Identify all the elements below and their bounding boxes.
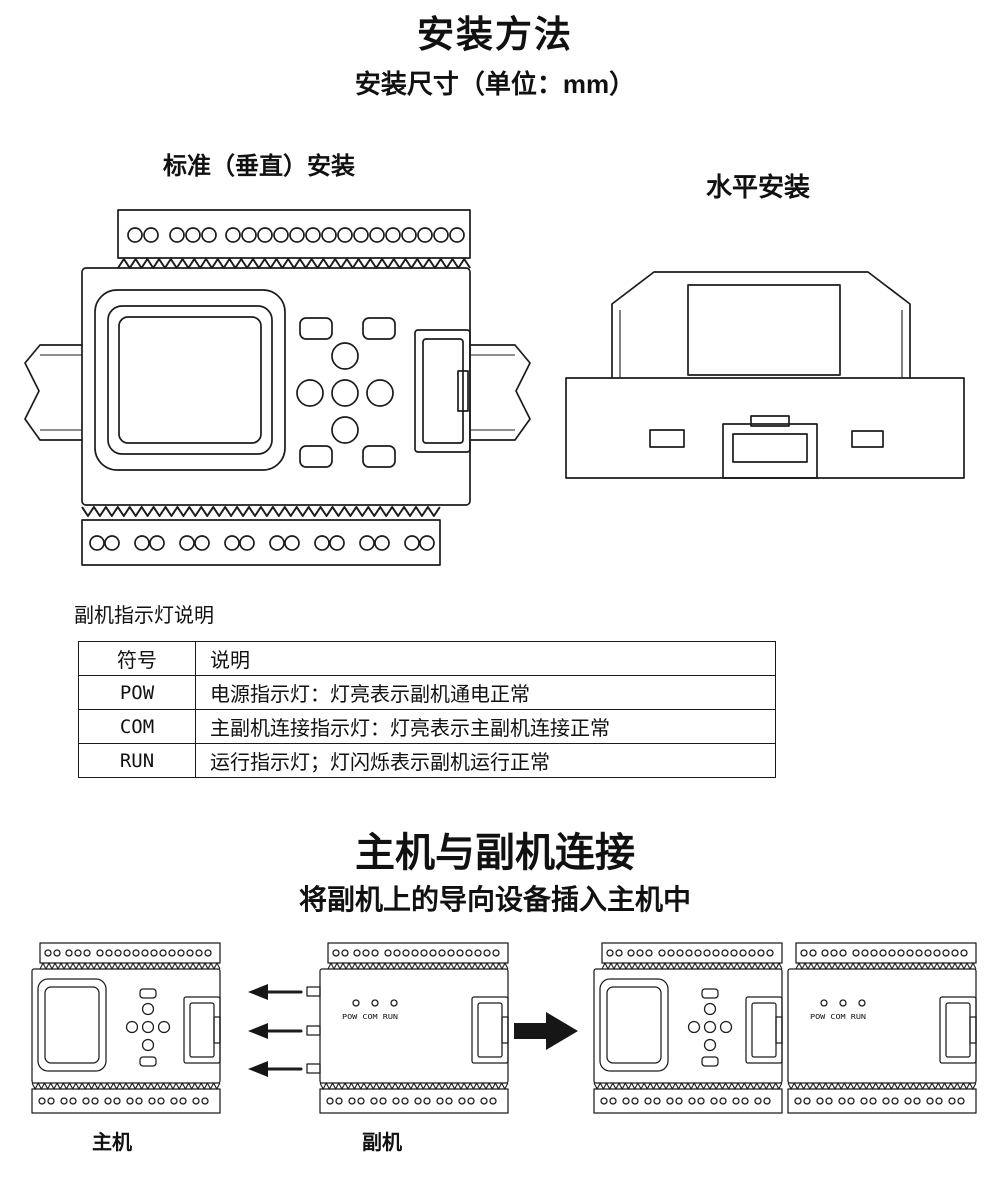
table-row: POW 电源指示灯：灯亮表示副机通电正常 — [78, 675, 776, 710]
horizontal-install-diagram — [565, 271, 965, 479]
master-device — [32, 943, 220, 1113]
symbol-cell: POW — [78, 675, 196, 710]
indicator-heading: 副机指示灯说明 — [74, 605, 214, 627]
connection-subtitle: 将副机上的导向设备插入主机中 — [298, 884, 691, 915]
combined-device-drawing — [594, 943, 976, 1113]
slave-label: 副机 — [362, 1132, 402, 1154]
result-arrow-icon — [514, 1012, 578, 1050]
table-row: COM 主副机连接指示灯：灯亮表示主副机连接正常 — [78, 709, 776, 744]
header-description: 说明 — [195, 641, 776, 676]
horizontal-install-label: 水平安装 — [706, 172, 811, 202]
table-header-row: 符号 说明 — [78, 641, 776, 676]
connection-diagram — [18, 935, 978, 1130]
description-cell: 运行指示灯；灯闪烁表示副机运行正常 — [195, 743, 776, 778]
page-subtitle: 安装尺寸（单位：mm） — [354, 69, 636, 99]
slave-guide-plugs — [306, 986, 321, 1074]
device-top-profile — [611, 271, 911, 379]
header-symbol: 符号 — [78, 641, 196, 676]
symbol-cell: COM — [78, 709, 196, 744]
master-label: 主机 — [92, 1132, 132, 1154]
indicator-table: 符号 说明 POW 电源指示灯：灯亮表示副机通电正常 COM 主副机连接指示灯：… — [78, 641, 776, 778]
device-body — [81, 267, 471, 506]
vertical-install-diagram — [24, 209, 531, 566]
rail-base — [565, 377, 965, 479]
terminal-block-top — [117, 209, 472, 269]
symbol-cell: RUN — [78, 743, 196, 778]
terminal-block-bottom — [81, 506, 441, 566]
slave-device — [320, 943, 508, 1113]
connection-title: 主机与副机连接 — [355, 831, 635, 875]
table-row: RUN 运行指示灯；灯闪烁表示副机运行正常 — [78, 743, 776, 778]
description-cell: 主副机连接指示灯：灯亮表示主副机连接正常 — [195, 709, 776, 744]
insert-arrow-icons — [248, 984, 303, 1077]
description-cell: 电源指示灯：灯亮表示副机通电正常 — [195, 675, 776, 710]
din-clip — [722, 415, 818, 479]
top-window — [687, 284, 841, 376]
vertical-install-label: 标准（垂直）安装 — [163, 153, 355, 180]
din-rail — [24, 344, 531, 441]
page-title: 安装方法 — [417, 14, 573, 55]
